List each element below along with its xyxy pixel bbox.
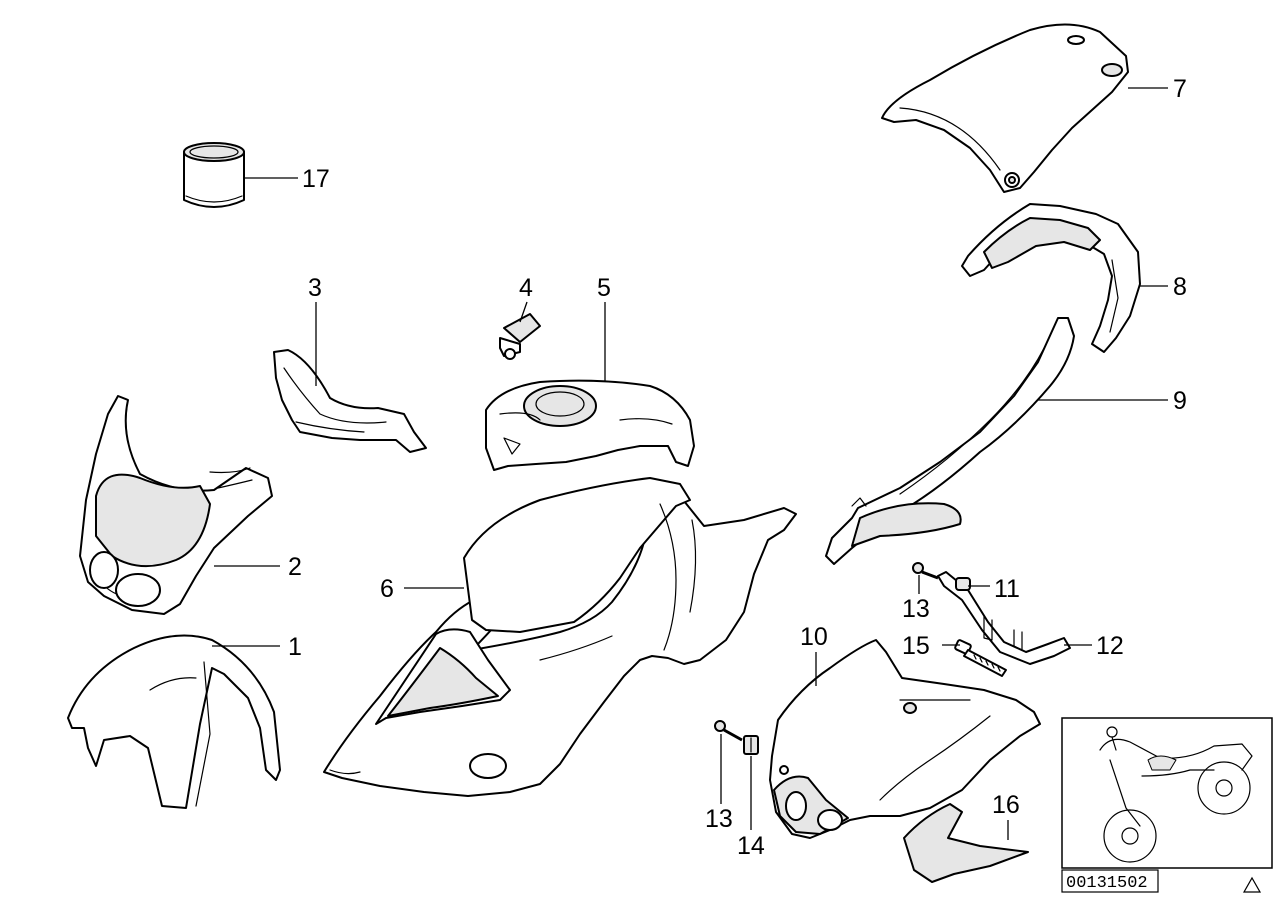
- callout-17: 17: [302, 165, 330, 193]
- part-15-bolt: [954, 639, 1007, 677]
- callout-15: 15: [902, 632, 930, 660]
- callout-2: 2: [288, 553, 302, 581]
- drawing-number-text: 00131502: [1066, 874, 1148, 893]
- part-3-inner-panel: [273, 349, 427, 453]
- overview-thumbnail: [1061, 717, 1273, 869]
- part-11-nut: [955, 577, 971, 591]
- part-2-front-fairing: [79, 395, 273, 615]
- callout-16: 16: [992, 791, 1020, 819]
- drawing-number: 00131502: [1061, 869, 1159, 893]
- callout-6: 6: [380, 575, 394, 603]
- callout-7: 7: [1173, 75, 1187, 103]
- callout-10: 10: [800, 623, 828, 651]
- callout-8: 8: [1173, 273, 1187, 301]
- part-8-grab-rail: [961, 203, 1141, 353]
- part-6-side-fairing: [323, 477, 797, 797]
- callout-1: 1: [288, 633, 302, 661]
- part-1-mudguard: [67, 634, 281, 809]
- triangle-icon: [1242, 876, 1262, 893]
- part-5-tank-cover: [485, 379, 695, 471]
- motorcycle-overview-icon: [1099, 726, 1253, 863]
- callout-numbers: 1 2 3 4 5 6 7 8 9 10 11 12 13 13 14 15 1…: [288, 75, 1187, 860]
- callout-9: 9: [1173, 387, 1187, 415]
- part-12-bracket: [937, 571, 1071, 665]
- part-17-sleeve: [183, 142, 245, 208]
- part-13-screw-upper: [912, 562, 939, 580]
- callout-5: 5: [597, 274, 611, 302]
- callout-13-upper: 13: [902, 595, 930, 623]
- part-16-pad: [903, 803, 1029, 883]
- leader-lines: [212, 87, 1168, 840]
- part-13-screw-lower: [714, 720, 743, 742]
- part-14-clip: [743, 735, 759, 755]
- part-9-side-panel: [825, 317, 1075, 565]
- part-10-belly-pan: [769, 639, 1041, 839]
- callout-11: 11: [994, 575, 1020, 603]
- callout-13-lower: 13: [705, 805, 733, 833]
- callout-4: 4: [519, 274, 533, 302]
- callout-3: 3: [308, 274, 322, 302]
- callout-14: 14: [737, 832, 765, 860]
- callout-12: 12: [1096, 632, 1124, 660]
- part-7-seat-cowl: [881, 23, 1129, 193]
